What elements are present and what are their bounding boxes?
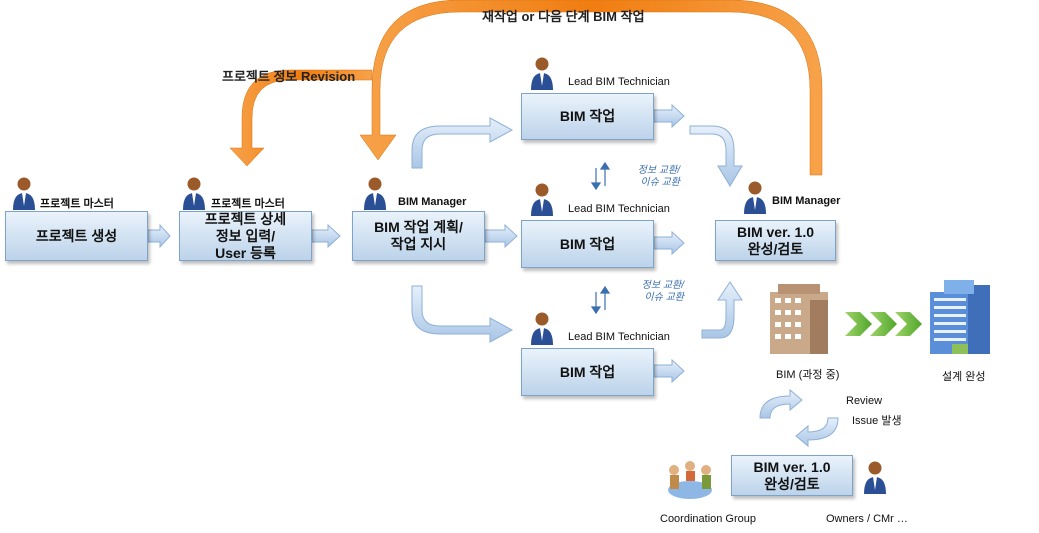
bim-plan-box: BIM 작업 계획/ 작업 지시 [352,211,485,261]
bim-complete-review-box: BIM ver. 1.0 완성/검토 [731,455,853,496]
exchange-line: 이슈 교환 [644,292,684,303]
create-project-box: 프로젝트 생성 [5,211,148,261]
person-icon [864,461,886,494]
exchange-line: 정보 교환/ [637,165,680,176]
review-label: Review [846,395,883,407]
building-done-label: 설계 완성 [942,371,986,383]
role-label: BIM Manager [772,195,841,207]
review-cycle-icon [759,388,839,448]
role-label: Lead BIM Technician [568,203,670,215]
bim-work-box: BIM 작업 [521,220,654,268]
role-label: Lead BIM Technician [568,331,670,343]
rework-loop-label: 재작업 or 다음 단계 BIM 작업 [482,9,645,24]
bim-work-box: BIM 작업 [521,93,654,140]
box-label: 완성/검토 [764,475,820,492]
box-label: 프로젝트 상세 [204,210,287,227]
box-label: 프로젝트 생성 [35,227,118,244]
box-label: BIM 작업 [559,363,616,380]
person-icon [744,181,766,214]
person-icon [531,57,553,90]
issue-label: Issue 발생 [852,415,902,427]
person-icon [13,177,35,210]
progress-arrows [845,312,922,336]
finished-building-image [930,280,990,354]
bim-work-box: BIM 작업 [521,348,654,396]
box-label: User 등록 [215,244,276,261]
coordination-group-label: Coordination Group [660,513,757,525]
box-label: BIM 작업 계획/ [374,219,463,235]
role-label: Lead BIM Technician [568,76,670,88]
bim-complete-box: BIM ver. 1.0 완성/검토 [715,220,836,261]
person-icon [364,177,386,210]
box-label: 작업 지시 [390,236,447,252]
person-icon [183,177,205,210]
exchange-line: 이슈 교환 [640,177,680,188]
box-label: 정보 입력/ [215,227,276,244]
box-label: BIM 작업 [559,108,616,124]
person-icon [531,183,553,216]
exchange-line: 정보 교환/ [641,280,684,291]
exchange-arrows [590,161,611,315]
box-label: 완성/검토 [747,240,804,257]
box-label: BIM ver. 1.0 [753,458,831,475]
box-label: BIM 작업 [559,235,616,252]
rework-loop-arrow [359,0,823,176]
project-detail-box: 프로젝트 상세 정보 입력/ User 등록 [179,211,312,261]
role-label: 프로젝트 마스터 [211,198,285,210]
exchange-label: 정보 교환/ 이슈 교환 [612,165,680,189]
exchange-label: 정보 교환/ 이슈 교환 [612,280,684,304]
role-label: BIM Manager [398,196,467,208]
revision-arrow [229,69,373,167]
coordination-group-icon [668,461,712,499]
flow-arrows [147,103,835,384]
role-label: 프로젝트 마스터 [40,198,114,210]
box-label: BIM ver. 1.0 [736,223,815,240]
revision-label: 프로젝트 정보 Revision [222,69,356,84]
person-icon [531,312,553,345]
building-in-progress-image [770,284,828,354]
building-in-progress-label: BIM (과정 중) [776,369,840,381]
owners-label: Owners / CMr … [826,513,908,525]
